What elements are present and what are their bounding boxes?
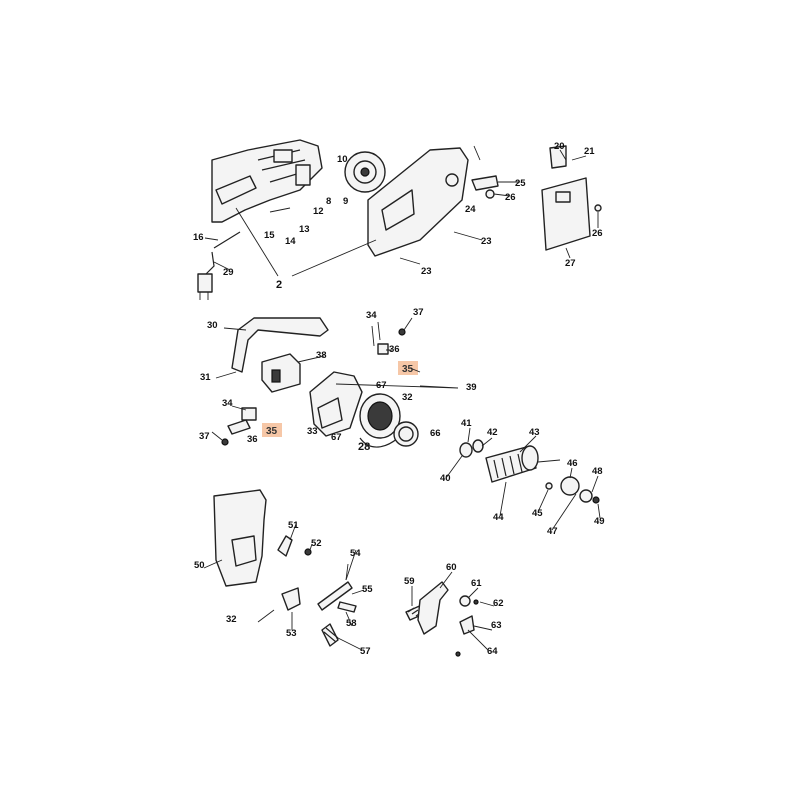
callout-49: 49 bbox=[594, 516, 605, 527]
callout-33: 33 bbox=[307, 426, 318, 437]
power-cord bbox=[197, 231, 241, 300]
callout-53: 53 bbox=[286, 628, 297, 639]
armature-assembly bbox=[459, 439, 561, 483]
callout-15: 15 bbox=[264, 230, 275, 241]
callout-41: 41 bbox=[461, 418, 472, 429]
callout-48: 48 bbox=[592, 466, 603, 477]
callout-45: 45 bbox=[532, 508, 543, 519]
callout-46: 46 bbox=[567, 458, 578, 469]
callout-24: 24 bbox=[465, 204, 476, 215]
callout-61: 61 bbox=[471, 578, 482, 589]
callout-42: 42 bbox=[487, 427, 498, 438]
callout-59: 59 bbox=[404, 576, 415, 587]
callout-62: 62 bbox=[493, 598, 504, 609]
switch-box bbox=[261, 353, 301, 393]
callout-13: 13 bbox=[299, 224, 310, 235]
tension-spring bbox=[321, 623, 339, 647]
callout-16: 16 bbox=[193, 232, 204, 243]
housing-right-half bbox=[367, 147, 469, 257]
callout-34-b: 34 bbox=[222, 398, 233, 409]
callout-leaders bbox=[203, 149, 601, 651]
fasteners-top bbox=[269, 207, 483, 265]
callout-52: 52 bbox=[311, 538, 322, 549]
callout-54: 54 bbox=[350, 548, 361, 559]
highlight-35-upper bbox=[398, 361, 418, 375]
housing-left-half bbox=[211, 139, 323, 223]
callout-67-b: 67 bbox=[331, 432, 342, 443]
callout-35-lower: 35 bbox=[266, 426, 278, 437]
sprocket-cover bbox=[213, 489, 267, 587]
side-cover bbox=[541, 145, 591, 251]
callout-51: 51 bbox=[288, 520, 299, 531]
callout-43: 43 bbox=[529, 427, 540, 438]
callout-27: 27 bbox=[565, 258, 576, 269]
callout-57: 57 bbox=[360, 646, 371, 657]
leader-2a bbox=[235, 207, 279, 277]
pinion-gear bbox=[545, 476, 600, 504]
callout-30: 30 bbox=[207, 320, 218, 331]
callout-36-a: 36 bbox=[389, 344, 400, 355]
callout-35-upper: 35 bbox=[402, 364, 414, 375]
callout-23-a: 23 bbox=[481, 236, 492, 247]
callout-32-a: 32 bbox=[402, 392, 413, 403]
callout-21: 21 bbox=[584, 146, 595, 157]
leader-39 bbox=[335, 383, 459, 389]
front-handle bbox=[231, 317, 329, 373]
callout-26-a: 26 bbox=[505, 192, 516, 203]
callout-55: 55 bbox=[362, 584, 373, 595]
callout-34-a: 34 bbox=[366, 310, 377, 321]
callout-14: 14 bbox=[285, 236, 296, 247]
callout-8: 8 bbox=[326, 196, 331, 207]
callout-47: 47 bbox=[547, 526, 558, 537]
callout-63: 63 bbox=[491, 620, 502, 631]
callout-64: 64 bbox=[487, 646, 498, 657]
callout-50: 50 bbox=[194, 560, 205, 571]
callout-28: 28 bbox=[358, 441, 370, 453]
small-parts-group-top bbox=[471, 145, 602, 212]
callout-39: 39 bbox=[466, 382, 477, 393]
callout-36-b: 36 bbox=[247, 434, 258, 445]
bearing-ring bbox=[393, 421, 419, 447]
callout-37-a: 37 bbox=[413, 307, 424, 318]
callout-38: 38 bbox=[316, 350, 327, 361]
callout-67-a: 67 bbox=[376, 380, 387, 391]
callout-60: 60 bbox=[446, 562, 457, 573]
switch-small-parts bbox=[211, 407, 257, 446]
oil-pump-small-parts bbox=[455, 595, 479, 657]
callout-20: 20 bbox=[554, 141, 565, 152]
brush-holder-parts bbox=[371, 325, 406, 355]
callout-37-b: 37 bbox=[199, 431, 210, 442]
callout-9: 9 bbox=[343, 196, 348, 207]
callout-29: 29 bbox=[223, 267, 234, 278]
drive-sprocket bbox=[344, 151, 386, 193]
leader-2b bbox=[291, 239, 377, 277]
callout-2: 2 bbox=[276, 279, 282, 291]
callout-26-b: 26 bbox=[592, 228, 603, 239]
oil-pump-lever bbox=[417, 581, 449, 635]
callout-44: 44 bbox=[493, 512, 504, 523]
callout-25: 25 bbox=[515, 178, 526, 189]
callout-23-b: 23 bbox=[421, 266, 432, 277]
callout-66: 66 bbox=[430, 428, 441, 439]
stator-field-coil bbox=[359, 393, 401, 448]
callout-10: 10 bbox=[337, 154, 348, 165]
callout-31: 31 bbox=[200, 372, 211, 383]
highlight-35-lower bbox=[262, 423, 282, 437]
callout-12: 12 bbox=[313, 206, 324, 217]
callout-40: 40 bbox=[440, 473, 451, 484]
callout-32-b: 32 bbox=[226, 614, 237, 625]
motor-housing bbox=[309, 371, 363, 437]
spring-and-bolt bbox=[257, 535, 312, 623]
chain-adjuster bbox=[317, 563, 357, 613]
